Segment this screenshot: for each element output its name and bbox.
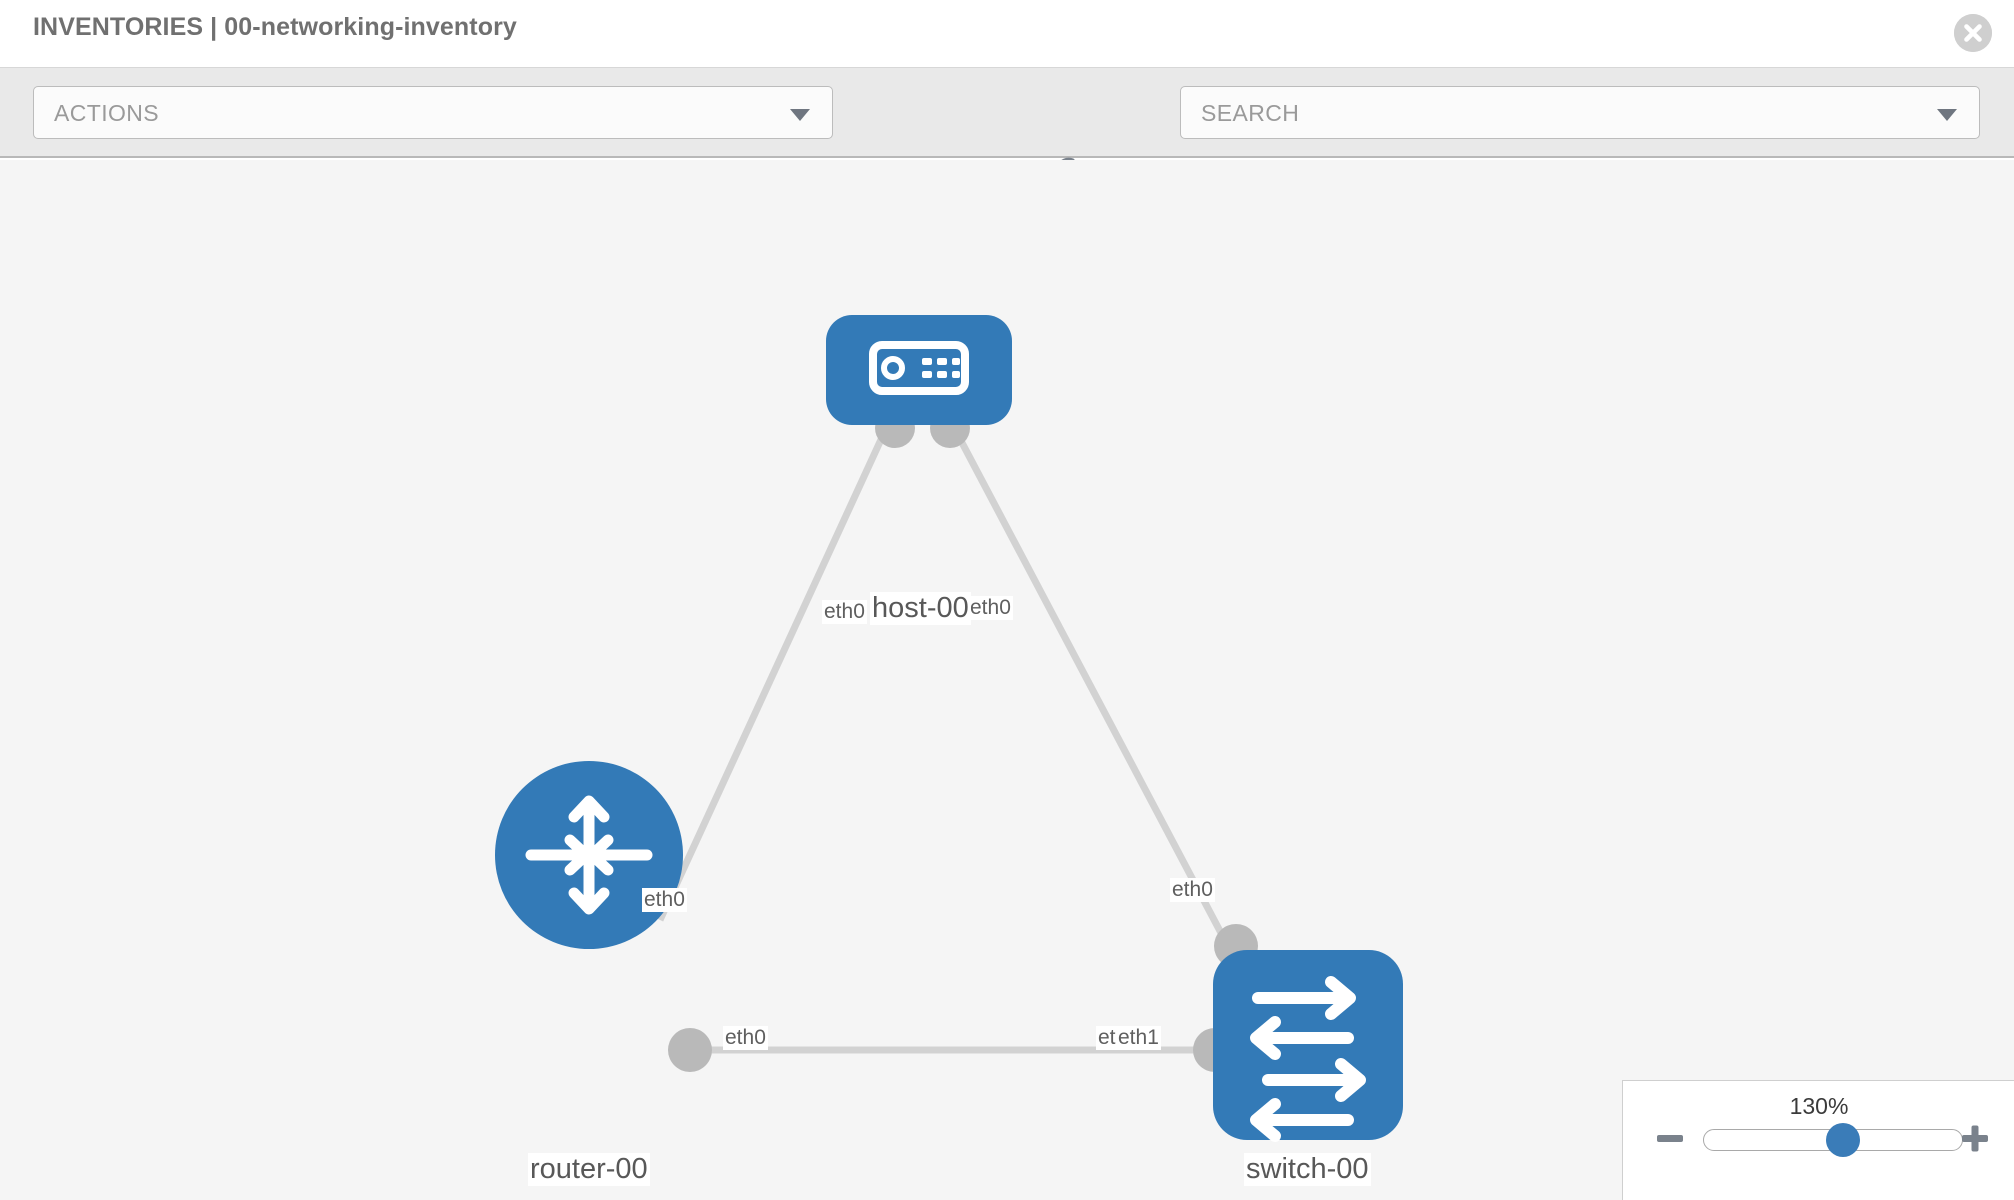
node-label-router: router-00 [528, 1153, 650, 1187]
node-switch-00[interactable] [1213, 950, 1403, 1142]
server-icon [869, 341, 969, 395]
node-label-host: host-00 [870, 592, 971, 626]
edge-label: eth0 [968, 596, 1013, 621]
page-title: INVENTORIES | 00-networking-inventory [33, 13, 517, 41]
plus-icon [1962, 1125, 1988, 1152]
toolbar: ACTIONS SEARCH [0, 68, 2014, 195]
node-host-00[interactable] [826, 315, 1012, 425]
chevron-down-icon [1937, 109, 1957, 121]
zoom-in-button[interactable] [1958, 1121, 1992, 1155]
zoom-slider[interactable] [1703, 1123, 1963, 1157]
actions-dropdown-label: ACTIONS [54, 100, 160, 126]
search-placeholder: SEARCH [1201, 100, 1300, 126]
close-button[interactable] [1954, 14, 1992, 52]
edge-label: eth0 [642, 888, 687, 913]
topology-graph [495, 315, 1403, 1142]
topology-canvas[interactable]: eth0 eth0 eth0 eth0 eth0 eth0 eth1 host-… [0, 160, 2014, 1200]
edge-label: eth0 [822, 600, 867, 625]
actions-dropdown[interactable]: ACTIONS [33, 86, 833, 139]
zoom-level-label: 130% [1789, 1093, 1849, 1119]
edge-label: eth0 [1170, 878, 1215, 903]
edge-label: eth1 [1116, 1026, 1161, 1051]
edge-host-router[interactable] [656, 418, 894, 922]
zoom-out-button[interactable] [1653, 1121, 1687, 1155]
interface-marker[interactable] [668, 1028, 712, 1072]
zoom-control-panel: 130% [1622, 1080, 2014, 1200]
zoom-slider-thumb[interactable] [1826, 1123, 1861, 1157]
switch-arrows-icon [1250, 976, 1366, 1142]
edge-host-switch[interactable] [946, 418, 1234, 952]
node-router-00[interactable] [495, 761, 683, 949]
edge-label: eth0 [723, 1026, 768, 1051]
node-label-switch: switch-00 [1244, 1153, 1371, 1187]
minus-icon [1657, 1135, 1683, 1142]
search-input[interactable]: SEARCH [1180, 86, 1980, 139]
chevron-down-icon [790, 109, 810, 121]
router-arrows-icon [525, 795, 653, 915]
close-icon [1954, 14, 1992, 52]
page-header: INVENTORIES | 00-networking-inventory [0, 0, 2014, 68]
